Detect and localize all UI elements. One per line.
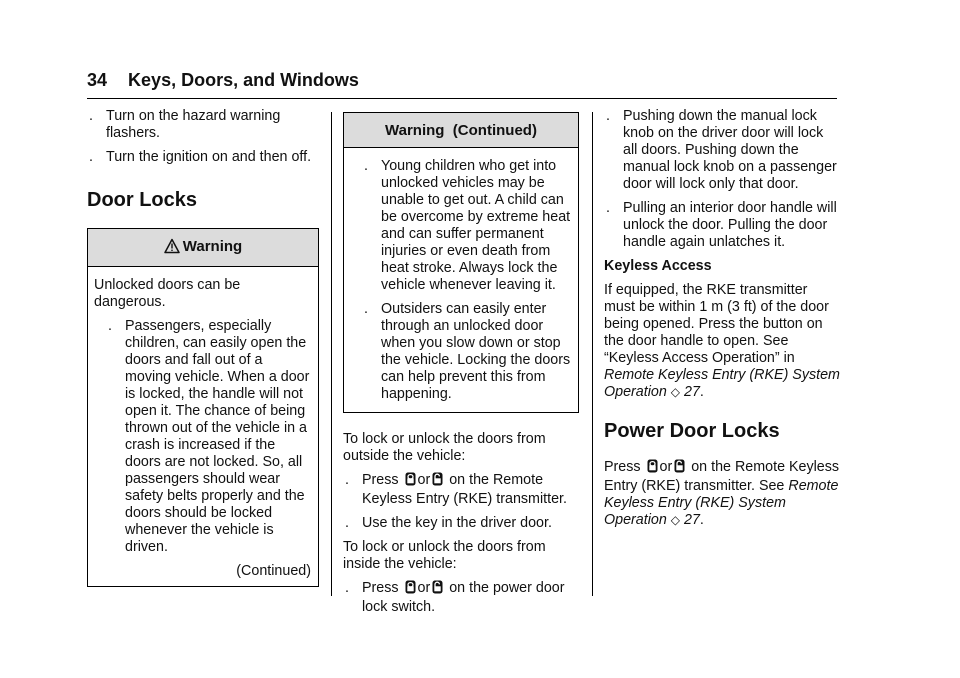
list-item: . Pulling an interior door handle will un… [604,200,840,251]
bullet-mark: . [364,301,368,317]
press-label: Press [362,472,399,488]
warning-body: Unlocked doors can be dangerous. . Passen… [88,267,318,586]
lock-button-icon [405,580,416,599]
list-item-text: on the Remote Keyless Entry (RKE) transm… [362,472,567,507]
bullet-mark: . [606,108,610,124]
list-item-text: on the power door lock switch. [362,580,565,615]
page-number: 34 [87,70,108,90]
press-label: Press [362,580,399,596]
list-item: . Outsiders can easily enter through an u… [362,301,571,403]
power-text: on the Remote Keyless Entry (RKE) transm… [604,459,840,494]
or-label: or [417,472,431,488]
warning-body: . Young children who get into unlocked ve… [344,148,578,412]
column-1: . Turn on the hazard warning flashers. . T… [87,108,319,587]
continued-label: (Continued) [236,563,311,579]
column-divider-2 [592,112,593,596]
list-item: . Turn on the hazard warning flashers. [87,108,319,142]
section-heading-power-door-locks: Power Door Locks [604,420,780,442]
lock-button-icon [405,472,416,491]
list-item-text: Outsiders can easily enter through an un… [381,301,571,402]
bullet-mark: . [345,580,349,596]
unlock-button-icon [432,580,443,599]
inside-intro: To lock or unlock the doors from inside … [343,539,546,572]
column-3: . Pushing down the manual lock knob on th… [604,108,840,536]
list-item: . Passengers, especially children, can ea… [106,318,311,556]
power-paragraph: Press or on the Remote Keyless Entry (RK… [604,459,840,528]
unlock-button-icon [674,459,685,478]
bullet-mark: . [345,472,349,488]
bullet-mark: . [89,108,93,124]
list-item-text: Pulling an interior door handle will unl… [623,200,837,250]
warning-box: Warning Unlocked doors can be dangerous.… [87,228,319,587]
page-reference[interactable]: 27 [684,384,700,400]
bullet-mark: . [89,149,93,165]
list-item: . Turn the ignition on and then off. [87,149,319,166]
list-item: . Pushing down the manual lock knob on th… [604,108,840,193]
or-label: or [659,459,673,475]
page-header: 34 Keys, Doors, and Windows [87,70,359,90]
subheading-keyless-access: Keyless Access [604,258,712,274]
bullet-mark: . [345,515,349,531]
list-item: . Use the key in the driver door. [343,515,579,532]
press-label: Press [604,459,641,475]
warning-title: Warning [182,238,243,255]
list-item-text: Turn the ignition on and then off. [106,149,312,165]
warning-triangle-icon [164,238,180,258]
warning-box-continued: Warning (Continued) . Young children who … [343,112,579,413]
outside-intro: To lock or unlock the doors from outside… [343,431,546,464]
list-item: . Young children who get into unlocked ve… [362,158,571,294]
bullet-mark: . [606,200,610,216]
warning-intro: Unlocked doors can be dangerous. [94,277,241,310]
list-item-text: Pushing down the manual lock knob on the… [623,108,837,192]
section-heading-door-locks: Door Locks [87,189,198,211]
warning-header: Warning (Continued) [344,113,578,148]
header-rule [87,98,837,99]
keyless-paragraph: If equipped, the RKE transmitter must be… [604,282,840,400]
page-reference[interactable]: 27 [684,512,700,528]
warning-header: Warning [88,229,318,267]
list-item: . Press or on the Remote Keyless Entry (… [343,472,579,508]
section-title: Keys, Doors, and Windows [128,70,359,90]
page-reference-icon: ◇ [670,513,681,527]
cross-reference-link[interactable]: Remote Keyless Entry (RKE) System Operat… [604,367,840,400]
list-item-text: Young children who get into unlocked veh… [381,158,571,293]
bullet-mark: . [108,318,112,334]
list-item-text: Passengers, especially children, can eas… [125,318,310,555]
cross-reference-link[interactable]: Remote Keyless Entry (RKE) System Operat… [604,478,839,528]
keyless-text: If equipped, the RKE transmitter must be… [604,282,829,366]
bullet-mark: . [364,158,368,174]
see-label: See [758,478,785,494]
or-label: or [417,580,431,596]
unlock-button-icon [432,472,443,491]
list-item: . Press or on the power door lock switch… [343,580,579,616]
lock-button-icon [647,459,658,478]
page-reference-icon: ◇ [670,385,681,399]
list-item-text: Use the key in the driver door. [362,515,552,531]
list-item-text: Turn on the hazard warning flashers. [106,108,281,141]
column-divider-1 [331,112,332,596]
column-2: Warning (Continued) . Young children who … [343,112,579,623]
